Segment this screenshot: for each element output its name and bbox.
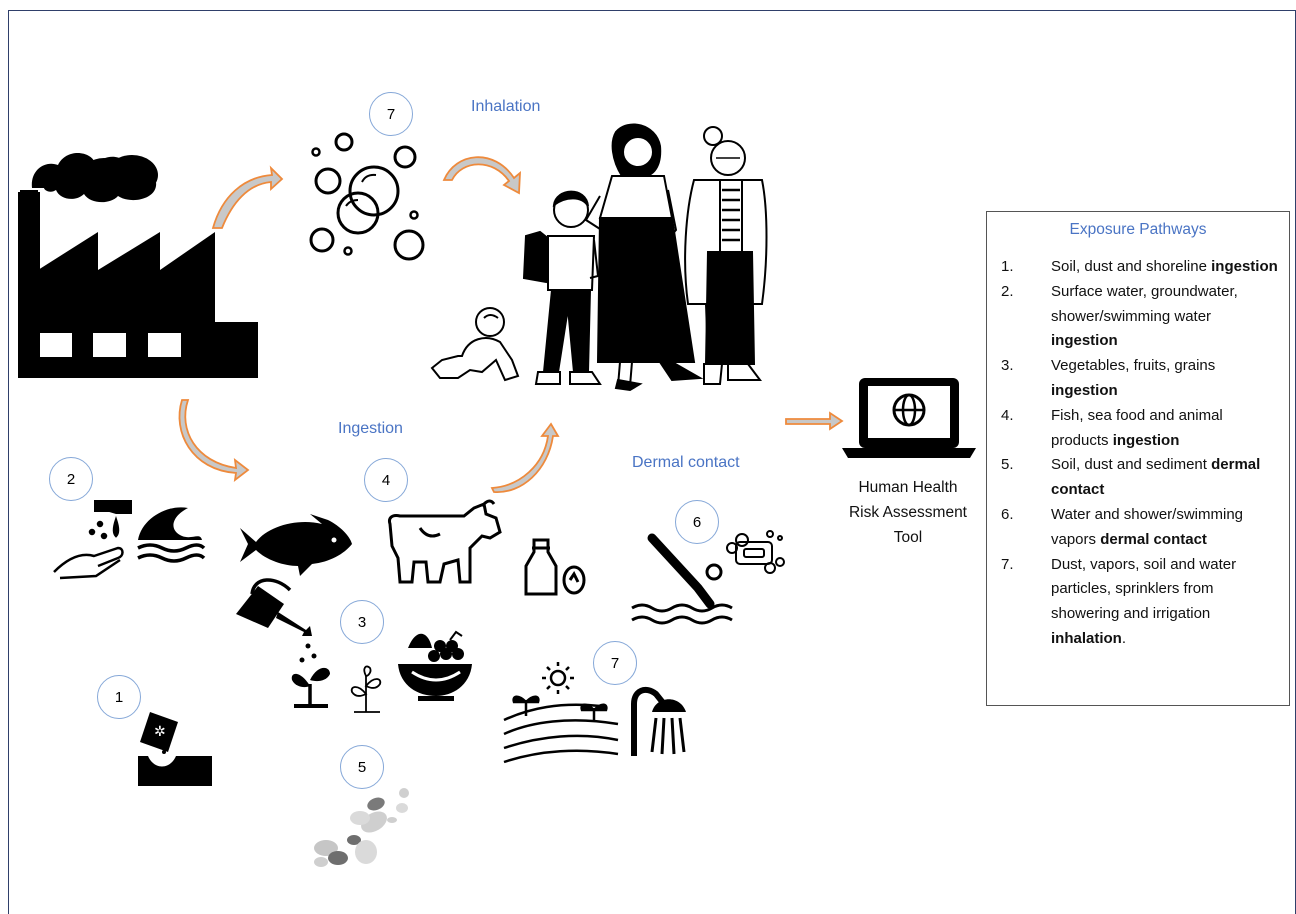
dermal-contact-label: Dermal contact bbox=[632, 454, 740, 471]
legend-item-number: 5. bbox=[1001, 456, 1014, 474]
legend-item: 5. Soil, dust and sediment dermal contact bbox=[987, 453, 1289, 503]
family-icon bbox=[430, 123, 768, 392]
boy-figure bbox=[522, 190, 602, 385]
pathway-marker-2: 2 bbox=[49, 457, 93, 501]
pathway-marker-4: 4 bbox=[364, 458, 408, 502]
cow-icon bbox=[388, 499, 502, 584]
legend-item-desc: Fish, sea food and animal products bbox=[1051, 406, 1223, 449]
legend-item-text: Vegetables, fruits, grains ingestion bbox=[1051, 354, 1279, 404]
legend-item-desc: Vegetables, fruits, grains bbox=[1051, 357, 1216, 375]
farm-field-icon bbox=[503, 662, 619, 764]
legend-item: 3. Vegetables, fruits, grains ingestion bbox=[987, 354, 1289, 404]
pathway-marker-1: 1 bbox=[97, 675, 141, 719]
legend-item-number: 7. bbox=[1001, 555, 1014, 573]
sprout-icon bbox=[291, 665, 382, 713]
shower-icon bbox=[631, 686, 686, 756]
milk-egg-icon bbox=[524, 538, 586, 596]
pathway-marker-6: 6 bbox=[675, 500, 719, 544]
legend-item-text: Soil, dust and shoreline ingestion bbox=[1051, 255, 1279, 280]
flow-arrows bbox=[178, 156, 844, 493]
legend-item-desc: Surface water, groundwater, shower/swimm… bbox=[1051, 282, 1238, 325]
baby-figure bbox=[430, 307, 520, 382]
pebbles-icon bbox=[314, 788, 409, 867]
legend-item-number: 4. bbox=[1001, 406, 1014, 424]
legend-item-number: 3. bbox=[1001, 357, 1014, 375]
soap-icon bbox=[726, 530, 785, 574]
diver-icon bbox=[631, 533, 733, 625]
legend-item-number: 1. bbox=[1001, 258, 1014, 275]
legend-item-route: dermal contact bbox=[1051, 456, 1261, 499]
watering-can-icon bbox=[236, 578, 317, 663]
legend-item-number: 2. bbox=[1001, 282, 1014, 300]
legend-item-desc: Dust, vapors, soil and water particles, … bbox=[1051, 555, 1237, 623]
legend-item-route: ingestion bbox=[1051, 381, 1118, 399]
grandmother-figure bbox=[684, 126, 768, 385]
legend-item: 7. Dust, vapors, soil and water particles… bbox=[987, 553, 1289, 652]
legend-title: Exposure Pathways bbox=[1069, 221, 1207, 238]
svg-text:✲: ✲ bbox=[154, 724, 166, 740]
tool-caption-line1: Human Health bbox=[858, 479, 958, 496]
legend-item-route: ingestion bbox=[1112, 431, 1180, 449]
laptop-globe-icon bbox=[842, 378, 976, 458]
mother-figure bbox=[584, 123, 704, 392]
legend-item: 4. Fish, sea food and animal products ing… bbox=[987, 404, 1289, 454]
tool-caption: Human Health Risk Assessment Tool bbox=[838, 475, 978, 550]
soil-bag-icon: ✲ bbox=[138, 712, 212, 786]
legend-item-text: Water and shower/swimming vapors dermal … bbox=[1051, 503, 1279, 553]
pathway-marker-7-inhalation: 7 bbox=[369, 92, 413, 136]
hand-tap-icon bbox=[53, 500, 132, 580]
pathway-marker-7-irrigation: 7 bbox=[593, 641, 637, 685]
legend-item-text: Soil, dust and sediment dermal contact bbox=[1051, 453, 1279, 503]
legend-item-text: Surface water, groundwater, shower/swimm… bbox=[1051, 280, 1279, 354]
wave-icon bbox=[137, 507, 206, 563]
tool-caption-line3: Tool bbox=[893, 529, 923, 546]
factory-icon bbox=[18, 152, 258, 378]
pathway-marker-3: 3 bbox=[340, 600, 384, 644]
legend-item-desc: Soil, dust and shoreline bbox=[1051, 258, 1207, 275]
legend-item: 6. Water and shower/swimming vapors derma… bbox=[987, 503, 1289, 553]
legend-item-desc: Soil, dust and sediment bbox=[1051, 456, 1207, 474]
legend-item-route: ingestion bbox=[1051, 332, 1118, 350]
legend-item-text: Fish, sea food and animal products inges… bbox=[1051, 404, 1279, 454]
fish-icon bbox=[240, 514, 352, 576]
legend-item-text: Dust, vapors, soil and water particles, … bbox=[1051, 553, 1279, 652]
pathway-marker-5: 5 bbox=[340, 745, 384, 789]
legend-item: 1. Soil, dust and shoreline ingestion bbox=[987, 255, 1289, 280]
legend-list: 1. Soil, dust and shoreline ingestion 2. S… bbox=[987, 255, 1289, 652]
ingestion-label: Ingestion bbox=[338, 420, 403, 437]
legend-item-route: dermal contact bbox=[1100, 530, 1207, 548]
legend-item: 2. Surface water, groundwater, shower/swi… bbox=[987, 280, 1289, 354]
exposure-pathways-legend: Exposure Pathways 1. Soil, dust and shore… bbox=[986, 211, 1290, 706]
fruit-bowl-icon bbox=[398, 630, 472, 701]
inhalation-label: Inhalation bbox=[471, 98, 541, 115]
legend-item-desc: Water and shower/swimming vapors bbox=[1051, 505, 1244, 548]
legend-item-route: ingestion bbox=[1211, 258, 1278, 275]
bubbles-icon bbox=[309, 132, 425, 261]
legend-item-tail: . bbox=[1121, 629, 1127, 647]
tool-caption-line2: Risk Assessment bbox=[848, 504, 967, 521]
legend-item-number: 6. bbox=[1001, 505, 1014, 523]
legend-item-route: inhalation bbox=[1051, 629, 1122, 647]
